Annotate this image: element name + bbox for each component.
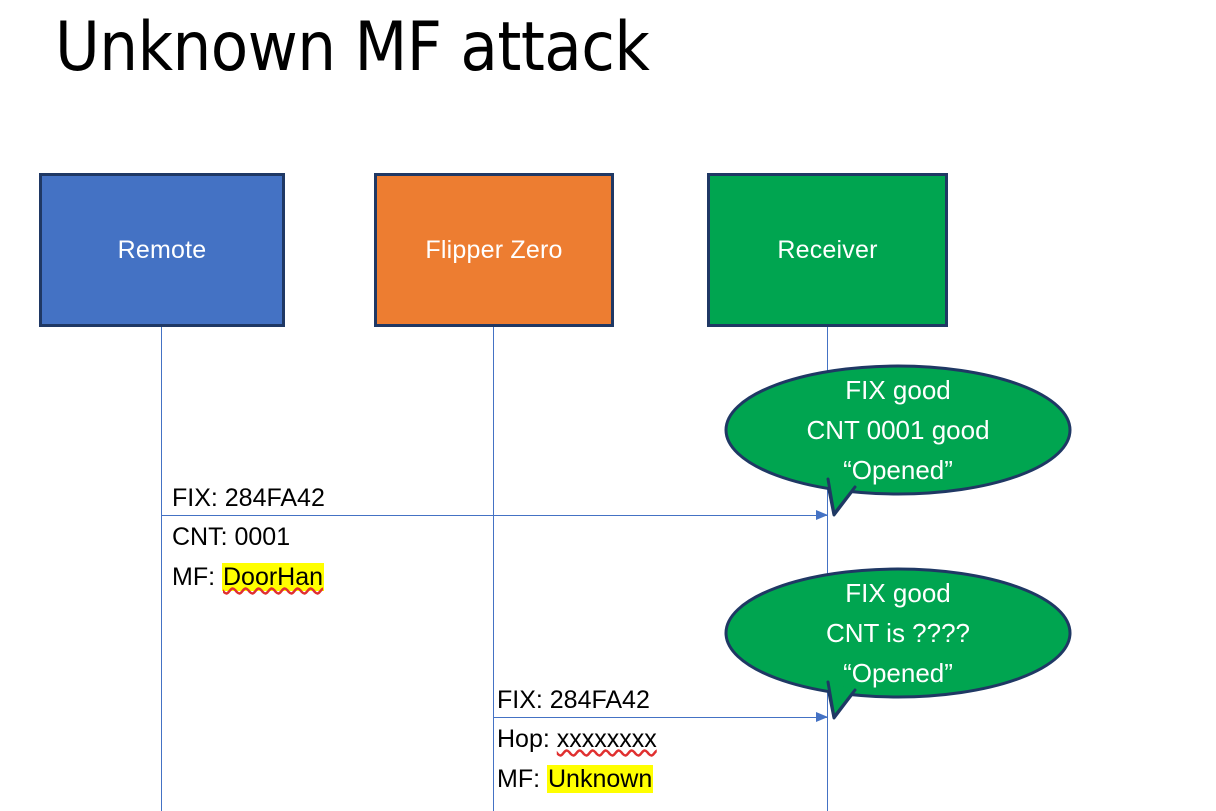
message-2-mf-line: MF: Unknown — [497, 759, 657, 799]
actor-box-remote[interactable]: Remote — [39, 173, 285, 327]
speech-balloon-receiver-response-2[interactable]: FIX good CNT is ???? “Opened” — [724, 565, 1072, 725]
message-arrow-remote-to-receiver — [162, 510, 828, 520]
message-arrow-flipper-to-receiver — [494, 712, 828, 722]
message-label-1-top: FIX: 284FA42 — [172, 478, 325, 518]
arrowhead-icon — [816, 712, 828, 722]
message-label-1-bottom: CNT: 0001 MF: DoorHan — [172, 517, 325, 597]
balloon-shape-icon — [724, 567, 1072, 720]
message-2-hop-prefix: Hop: — [497, 725, 557, 753]
message-2-hop-value: xxxxxxxx — [556, 725, 657, 753]
message-1-mf-line: MF: DoorHan — [172, 557, 325, 597]
message-1-fix-text: FIX: 284FA42 — [172, 484, 325, 512]
actor-box-receiver[interactable]: Receiver — [707, 173, 948, 327]
balloon-shape-icon — [724, 364, 1072, 517]
message-1-cnt-text: CNT: 0001 — [172, 523, 291, 551]
actor-box-flipper[interactable]: Flipper Zero — [374, 173, 614, 327]
message-1-mf-value: DoorHan — [222, 563, 325, 591]
message-2-hop-line: Hop: xxxxxxxx — [497, 719, 657, 759]
message-label-2-top: FIX: 284FA42 — [497, 680, 650, 720]
lifeline-flipper — [493, 327, 494, 811]
message-2-mf-value: Unknown — [547, 765, 654, 793]
speech-balloon-receiver-response-1[interactable]: FIX good CNT 0001 good “Opened” — [724, 362, 1072, 522]
message-label-2-bottom: Hop: xxxxxxxx MF: Unknown — [497, 719, 657, 799]
message-2-mf-prefix: MF: — [497, 765, 547, 793]
message-2-fix-text: FIX: 284FA42 — [497, 686, 650, 714]
actor-label-flipper: Flipper Zero — [425, 235, 563, 264]
actor-label-receiver: Receiver — [777, 235, 878, 264]
arrowhead-icon — [816, 510, 828, 520]
page-title: Unknown MF attack — [55, 8, 650, 87]
message-1-mf-prefix: MF: — [172, 563, 222, 591]
lifeline-receiver — [827, 327, 828, 811]
actor-label-remote: Remote — [117, 235, 207, 264]
lifeline-remote — [161, 327, 162, 811]
